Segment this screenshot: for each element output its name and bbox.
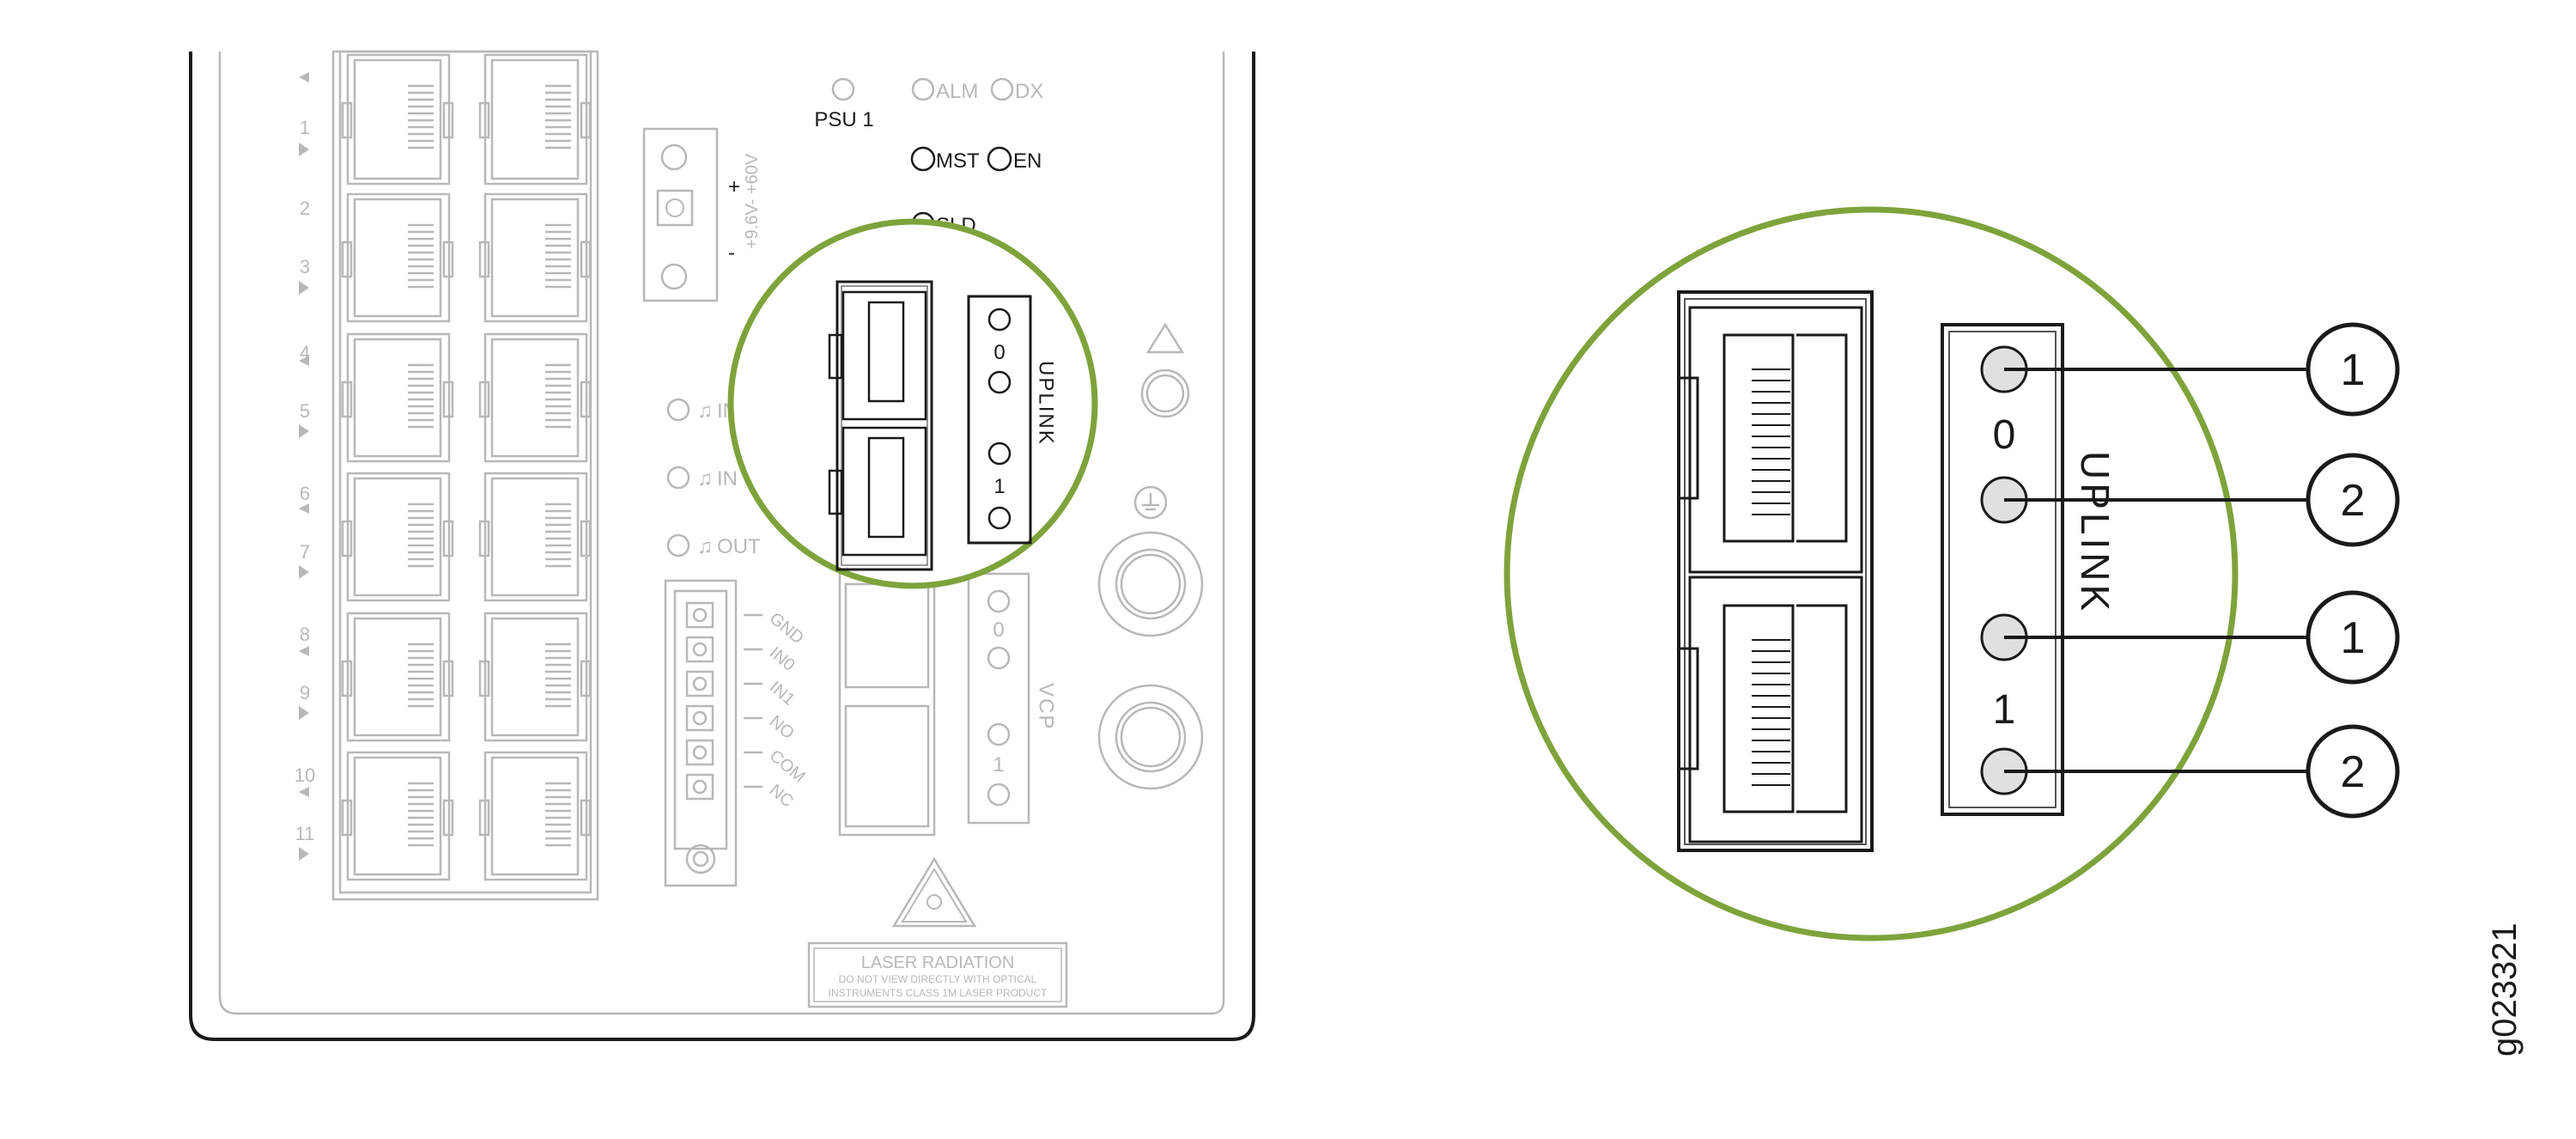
rj45-port [341, 751, 454, 881]
power-plus: + [728, 175, 740, 198]
rj45-port [478, 751, 592, 881]
uplink-port-1-small: 1 [993, 475, 1005, 498]
port-arrow-icon [299, 847, 309, 861]
rj45-port [341, 332, 454, 463]
terminal-label: NC [766, 781, 797, 811]
callout-number: 2 [2341, 476, 2366, 526]
terminal-label: IN0 [766, 643, 799, 675]
rj45-port [341, 472, 454, 602]
alarm-in1-label: IN [717, 467, 738, 490]
figure-id: g023321 [2486, 923, 2524, 1057]
psu-led [831, 77, 855, 101]
bell-icon: ♫ [697, 399, 713, 423]
port-arrow-icon [299, 356, 309, 366]
callout-number: 1 [2341, 613, 2366, 663]
terminal-label: IN1 [766, 678, 799, 710]
rj45-port [478, 332, 592, 463]
alarm-terminal-block [664, 579, 762, 887]
uplink-port-0-zoom: 0 [1993, 412, 2016, 458]
dx-label: DX [1015, 80, 1043, 103]
laser-line-1: DO NOT VIEW DIRECTLY WITH OPTICAL [839, 973, 1037, 985]
callout-2a [2306, 453, 2400, 547]
alm-label: ALM [936, 80, 978, 103]
callout-number: 1 [2341, 345, 2366, 395]
uplink-port-0-small: 0 [993, 341, 1005, 364]
uplink-ports-zoom [1677, 290, 2064, 852]
alarm-leds: ♫ IN0 ♫ IN ♫ OUT [666, 398, 761, 558]
callout-circles [2306, 322, 2400, 819]
port-arrow-icon [299, 143, 309, 156]
vcp-label: VCP [1035, 683, 1058, 730]
port-arrow-icon [299, 565, 309, 579]
uplink-label-zoom: UPLINK [2073, 451, 2117, 614]
rj45-port [341, 612, 454, 742]
laser-warning-icon [891, 856, 977, 928]
switch-front-panel [189, 52, 1255, 1041]
ground-icon [1133, 485, 1168, 520]
port-arrow-icon [299, 424, 309, 438]
bell-icon: ♫ [697, 467, 713, 490]
port-number: 9 [300, 682, 310, 704]
vcp-port-1: 1 [993, 753, 1004, 777]
uplink-highlight-small [727, 218, 1098, 589]
port-arrow-icons [299, 72, 309, 861]
port-number: 7 [300, 541, 310, 563]
rj45-port [341, 53, 454, 186]
callout-1b [2306, 590, 2400, 685]
uplink-label-small: UPLINK [1035, 361, 1058, 446]
power-minus: - [728, 241, 735, 265]
rj45-port [478, 612, 592, 742]
mst-label: MST [936, 149, 980, 173]
laser-warning: LASER RADIATION DO NOT VIEW DIRECTLY WIT… [807, 856, 1068, 1008]
en-led [987, 146, 1012, 172]
port-number: 1 [300, 117, 310, 138]
port-arrow-icon [299, 646, 309, 656]
dx-led [990, 77, 1014, 101]
rj45-port [478, 53, 592, 186]
port-number: 8 [300, 624, 310, 645]
uplink-port-1-zoom: 1 [1993, 687, 2016, 733]
terminal-label: GND [766, 609, 807, 648]
callout-number: 2 [2341, 747, 2366, 797]
laser-line-2: INSTRUMENTS CLASS 1M LASER PRODUCT [829, 987, 1048, 999]
mst-led [910, 146, 936, 172]
callout-2b [2306, 724, 2400, 819]
vcp-port-0: 0 [993, 618, 1004, 642]
port-arrow-icon [299, 787, 309, 797]
port-arrow-icon [299, 72, 309, 82]
power-connector: + - +9.6V- +60V [642, 127, 762, 302]
rj45-port [341, 192, 454, 323]
port-number: 3 [300, 256, 310, 277]
terminal-label: COM [766, 746, 809, 787]
alm-led [911, 77, 935, 101]
right-connectors [1097, 322, 1204, 790]
callout-leaders [2004, 368, 2308, 773]
port-number: 2 [300, 198, 310, 219]
port-arrow-icon [299, 281, 309, 295]
uplink-ports-small [828, 280, 1032, 571]
port-arrow-icon [299, 503, 309, 514]
en-label: EN [1013, 149, 1042, 173]
port-number: 10 [295, 764, 315, 786]
port-number-labels: 1 2 3 4 5 6 7 8 9 10 11 [295, 117, 315, 844]
rj45-port-block [331, 50, 599, 901]
rj45-port [478, 472, 592, 602]
rj45-port [478, 192, 592, 323]
esd-warning-icon [1145, 322, 1185, 354]
power-voltage-label: +9.6V- +60V [743, 153, 762, 249]
port-arrow-icon [299, 706, 309, 720]
vcp-port-block [838, 565, 1030, 837]
terminal-label: NO [766, 712, 798, 743]
alarm-out-label: OUT [717, 535, 761, 558]
port-number: 11 [295, 823, 315, 844]
bell-icon: ♫ [697, 535, 713, 558]
callout-1a [2306, 322, 2400, 417]
port-number: 5 [300, 400, 310, 422]
system-leds: PSU 1 ALM DX MST EN SLD [814, 77, 1043, 237]
port-number: 6 [300, 483, 310, 504]
psu-label: PSU 1 [814, 108, 873, 131]
laser-title: LASER RADIATION [861, 953, 1015, 972]
